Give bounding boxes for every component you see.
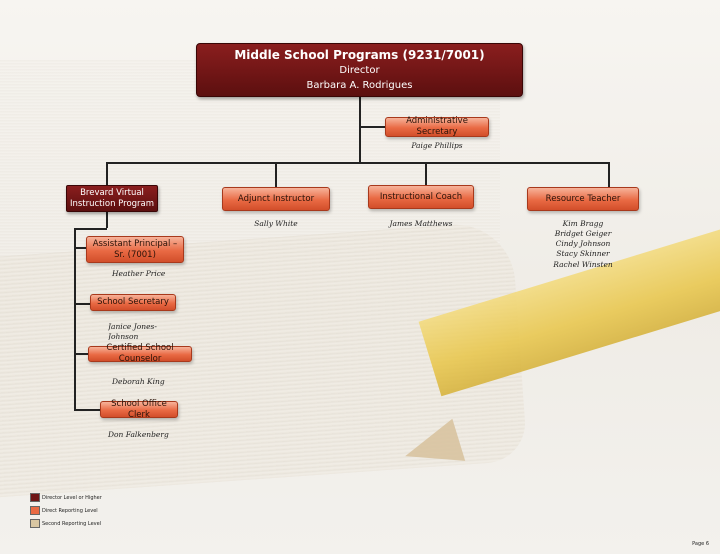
page-number: Page 6 (692, 541, 709, 547)
coach-box: Instructional Coach (368, 185, 474, 209)
assistant-principal-name: Heather Price (112, 269, 166, 278)
connector-ap (74, 247, 86, 249)
director-title: Director (339, 65, 380, 76)
admin-secretary-role: Administrative Secretary (406, 116, 468, 137)
adjunct-name: Sally White (254, 219, 298, 228)
connector-secretary (74, 303, 90, 305)
resource-name: Cindy Johnson (555, 239, 611, 249)
resource-teacher-box: Resource Teacher (527, 187, 639, 211)
legend-label: Director Level or Higher (42, 494, 102, 501)
connector-left-spine (74, 228, 76, 410)
director-box: Middle School Programs (9231/7001) Direc… (196, 43, 523, 97)
connector-director-down (359, 97, 361, 163)
admin-secretary-box: Administrative Secretary (385, 116, 489, 137)
connector-counselor (74, 353, 88, 355)
legend-direct-level: Direct Reporting Level (30, 506, 98, 515)
legend-second-level: Second Reporting Level (30, 519, 101, 528)
legend-swatch (30, 493, 40, 502)
assistant-principal-box: Assistant Principal – Sr. (7001) (86, 236, 184, 263)
coach-role: Instructional Coach (379, 191, 463, 202)
virtual-program-role: Brevard Virtual Instruction Program (69, 187, 155, 209)
connector-spine-top (74, 228, 107, 230)
resource-teacher-role: Resource Teacher (545, 193, 621, 204)
adjunct-role: Adjunct Instructor (237, 193, 315, 204)
resource-teacher-names: Kim Bragg Bridget Geiger Cindy Johnson S… (527, 219, 639, 270)
school-secretary-role: School Secretary (97, 297, 169, 308)
legend-swatch (30, 506, 40, 515)
resource-name: Kim Bragg (562, 219, 604, 228)
counselor-box: Certified School Counselor (88, 343, 192, 364)
program-title: Middle School Programs (9231/7001) (234, 48, 485, 62)
legend-swatch (30, 519, 40, 528)
resource-name: Bridget Geiger (554, 229, 612, 239)
resource-name: Rachel Winsten (553, 259, 613, 269)
legend-label: Second Reporting Level (42, 520, 102, 527)
school-secretary-box: School Secretary (90, 294, 176, 311)
connector-resource-up (608, 162, 610, 187)
connector-coach-up (425, 162, 427, 185)
connector-adjunct-up (275, 162, 277, 187)
connector-clerk (74, 409, 100, 411)
coach-name: James Matthews (389, 219, 453, 228)
office-clerk-name: Don Falkenberg (108, 430, 169, 439)
connector-horizontal-bus (106, 162, 609, 164)
counselor-name: Deborah King (112, 377, 165, 386)
adjunct-box: Adjunct Instructor (222, 187, 330, 211)
legend-label: Direct Reporting Level (42, 507, 98, 514)
office-clerk-role: School Office Clerk (111, 398, 167, 420)
connector-virtual-down (106, 212, 108, 228)
office-clerk-box: School Office Clerk (100, 398, 178, 420)
admin-secretary-name: Paige Phillips (411, 141, 463, 150)
connector-admin-horizontal (361, 126, 385, 128)
legend-director-level: Director Level or Higher (30, 493, 102, 502)
assistant-principal-role: Assistant Principal – Sr. (7001) (92, 238, 178, 260)
school-secretary-name: Janice Jones-Johnson (108, 322, 157, 340)
connector-virtual-up (106, 162, 108, 185)
resource-name: Stacy Skinner (556, 249, 610, 259)
director-name: Barbara A. Rodrigues (306, 79, 413, 91)
counselor-role: Certified School Counselor (106, 343, 174, 364)
virtual-program-box: Brevard Virtual Instruction Program (66, 185, 158, 212)
